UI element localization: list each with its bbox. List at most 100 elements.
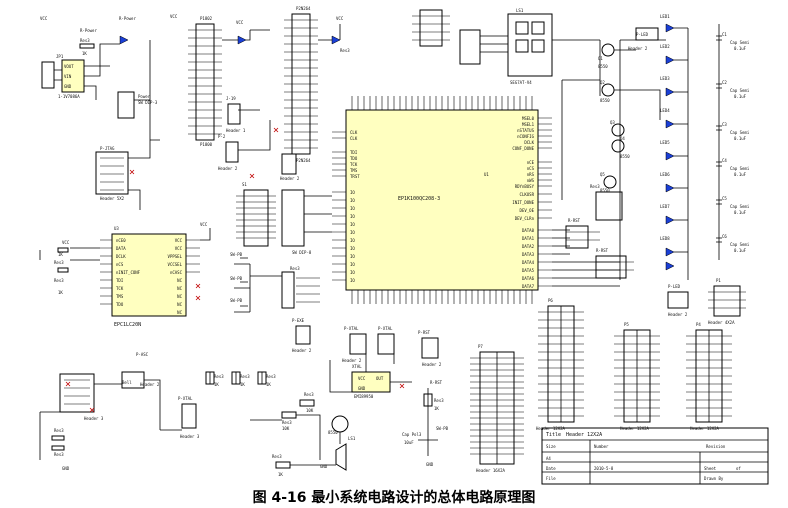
svg-text:A4: A4	[546, 456, 551, 461]
svg-text:Header 5X2: Header 5X2	[100, 196, 125, 201]
svg-text:Size: Size	[546, 444, 556, 449]
svg-text:IO: IO	[350, 214, 355, 219]
svg-text:LED1: LED1	[660, 14, 670, 19]
svg-text:Sheet: Sheet	[704, 466, 717, 471]
svg-text:VOUT: VOUT	[64, 64, 74, 69]
dip-switch[interactable]: S1 SW DIP-8	[236, 182, 332, 255]
svg-text:0.1uF: 0.1uF	[734, 172, 747, 177]
svg-text:LED5: LED5	[660, 140, 670, 145]
svg-text:Cap Semi: Cap Semi	[730, 40, 750, 45]
svg-text:0.1uF: 0.1uF	[734, 248, 747, 253]
svg-text:VIN: VIN	[64, 74, 72, 79]
svg-text:CLKUSR: CLKUSR	[520, 192, 535, 197]
push-buttons[interactable]: SW-PB SW-PB SW-PB Res3 P-EXE Header 2	[230, 252, 320, 353]
svg-text:Header 1: Header 1	[226, 128, 246, 133]
svg-text:0.1uF: 0.1uF	[734, 210, 747, 215]
svg-text:VCC: VCC	[175, 238, 183, 243]
svg-text:P4: P4	[696, 322, 701, 327]
svg-text:C1: C1	[722, 32, 727, 37]
svg-text:Res3: Res3	[434, 398, 444, 403]
svg-text:R-RST: R-RST	[596, 248, 609, 253]
svg-text:Res3: Res3	[340, 48, 350, 53]
svg-text:nCONFIG: nCONFIG	[517, 134, 534, 139]
svg-text:8550: 8550	[600, 188, 610, 193]
svg-text:U1: U1	[484, 172, 489, 177]
svg-text:Res3: Res3	[590, 184, 600, 189]
svg-text:P5: P5	[624, 322, 629, 327]
svg-text:Res3: Res3	[290, 266, 300, 271]
svg-text:TCK: TCK	[116, 286, 124, 291]
svg-text:DATA6: DATA6	[522, 276, 535, 281]
svg-text:P1: P1	[716, 278, 721, 283]
svg-text:VCC: VCC	[40, 16, 48, 21]
svg-text:P-LED: P-LED	[636, 32, 649, 37]
svg-text:Cap Semi: Cap Semi	[730, 204, 750, 209]
svg-text:IO: IO	[350, 262, 355, 267]
power-switch[interactable]	[117, 91, 135, 119]
svg-text:VCC: VCC	[62, 240, 70, 245]
svg-text:IO: IO	[350, 246, 355, 251]
svg-text:C2: C2	[722, 80, 727, 85]
svg-text:10K: 10K	[306, 408, 314, 413]
svg-text:DEV_OE: DEV_OE	[520, 208, 535, 213]
svg-text:nCS: nCS	[527, 166, 535, 171]
svg-text:nWS: nWS	[527, 178, 535, 183]
svg-text:LED7: LED7	[660, 204, 670, 209]
svg-text:GND: GND	[358, 386, 366, 391]
svg-text:P-XTAL: P-XTAL	[178, 396, 193, 401]
svg-text:LS1: LS1	[348, 436, 356, 441]
svg-text:DATA2: DATA2	[522, 244, 535, 249]
svg-text:8550: 8550	[598, 64, 608, 69]
svg-text:TDI: TDI	[116, 278, 124, 283]
svg-text:LS1: LS1	[516, 8, 524, 13]
connector-p6: P6 Header 12X2A	[536, 298, 584, 431]
svg-text:nINIT_CONF: nINIT_CONF	[116, 270, 141, 275]
svg-text:Q1: Q1	[598, 56, 603, 61]
svg-text:SW DIP-3: SW DIP-3	[138, 100, 158, 105]
svg-text:J-19: J-19	[226, 96, 236, 101]
oscillator-block: P-XTAL Header 2 P-XTAL P-RST Header 2 XT…	[329, 326, 442, 399]
svg-text:Res3: Res3	[272, 454, 282, 459]
svg-text:1K: 1K	[58, 290, 63, 295]
svg-text:8550: 8550	[600, 98, 610, 103]
buzzer-circuit: Res3 10K Res3 10K Res3 1K 8550 LS1 GND	[250, 392, 356, 477]
svg-text:P-XTAL: P-XTAL	[378, 326, 393, 331]
svg-text:IO: IO	[350, 270, 355, 275]
fpga-chip: EP1K100QC208-3 U1 CLK CLK TDI TDO TCK TM…	[332, 96, 620, 304]
svg-text:Header 2: Header 2	[422, 362, 442, 367]
svg-text:S1: S1	[242, 182, 247, 187]
svg-text:8550: 8550	[328, 430, 338, 435]
svg-text:LED6: LED6	[660, 172, 670, 177]
svg-text:MSEL0: MSEL0	[522, 116, 535, 121]
svg-text:R-RST: R-RST	[568, 218, 581, 223]
bottom-left-headers: Header 3 Bell P-ASC Header 2 P-XTAL Head…	[39, 352, 276, 471]
svg-text:SEG7AT-V4: SEG7AT-V4	[510, 80, 532, 85]
svg-text:VCC: VCC	[358, 376, 366, 381]
svg-text:GND: GND	[426, 462, 434, 467]
svg-text:TCK: TCK	[350, 162, 358, 167]
bus-header-2: P2N264 VCC Res3 P2N264	[284, 6, 350, 163]
svg-text:Res3: Res3	[80, 38, 90, 43]
eprom-part: EPC1LC20N	[114, 322, 141, 328]
svg-text:Header 12X2A: Header 12X2A	[566, 432, 602, 438]
svg-text:TDO: TDO	[116, 302, 124, 307]
svg-text:Res3: Res3	[54, 428, 64, 433]
svg-text:Power: Power	[138, 94, 151, 99]
svg-text:DCLK: DCLK	[524, 140, 534, 145]
svg-text:Header 2: Header 2	[140, 382, 160, 387]
svg-text:1K: 1K	[240, 382, 245, 387]
svg-text:NC: NC	[177, 294, 182, 299]
svg-text:Header 16X2A: Header 16X2A	[476, 468, 505, 473]
svg-text:R-Power: R-Power	[119, 16, 136, 21]
svg-text:VCC: VCC	[170, 14, 178, 19]
svg-text:0.1uF: 0.1uF	[734, 46, 747, 51]
svg-text:DATA3: DATA3	[522, 252, 535, 257]
svg-text:Res3: Res3	[214, 374, 224, 379]
svg-text:SW-PB: SW-PB	[230, 252, 243, 257]
svg-text:P2N264: P2N264	[296, 6, 311, 11]
svg-text:TRST: TRST	[350, 174, 360, 179]
svg-text:DATA1: DATA1	[522, 236, 535, 241]
power-jack	[41, 61, 55, 89]
svg-text:DATA7: DATA7	[522, 284, 535, 289]
svg-text:P-2: P-2	[218, 134, 226, 139]
